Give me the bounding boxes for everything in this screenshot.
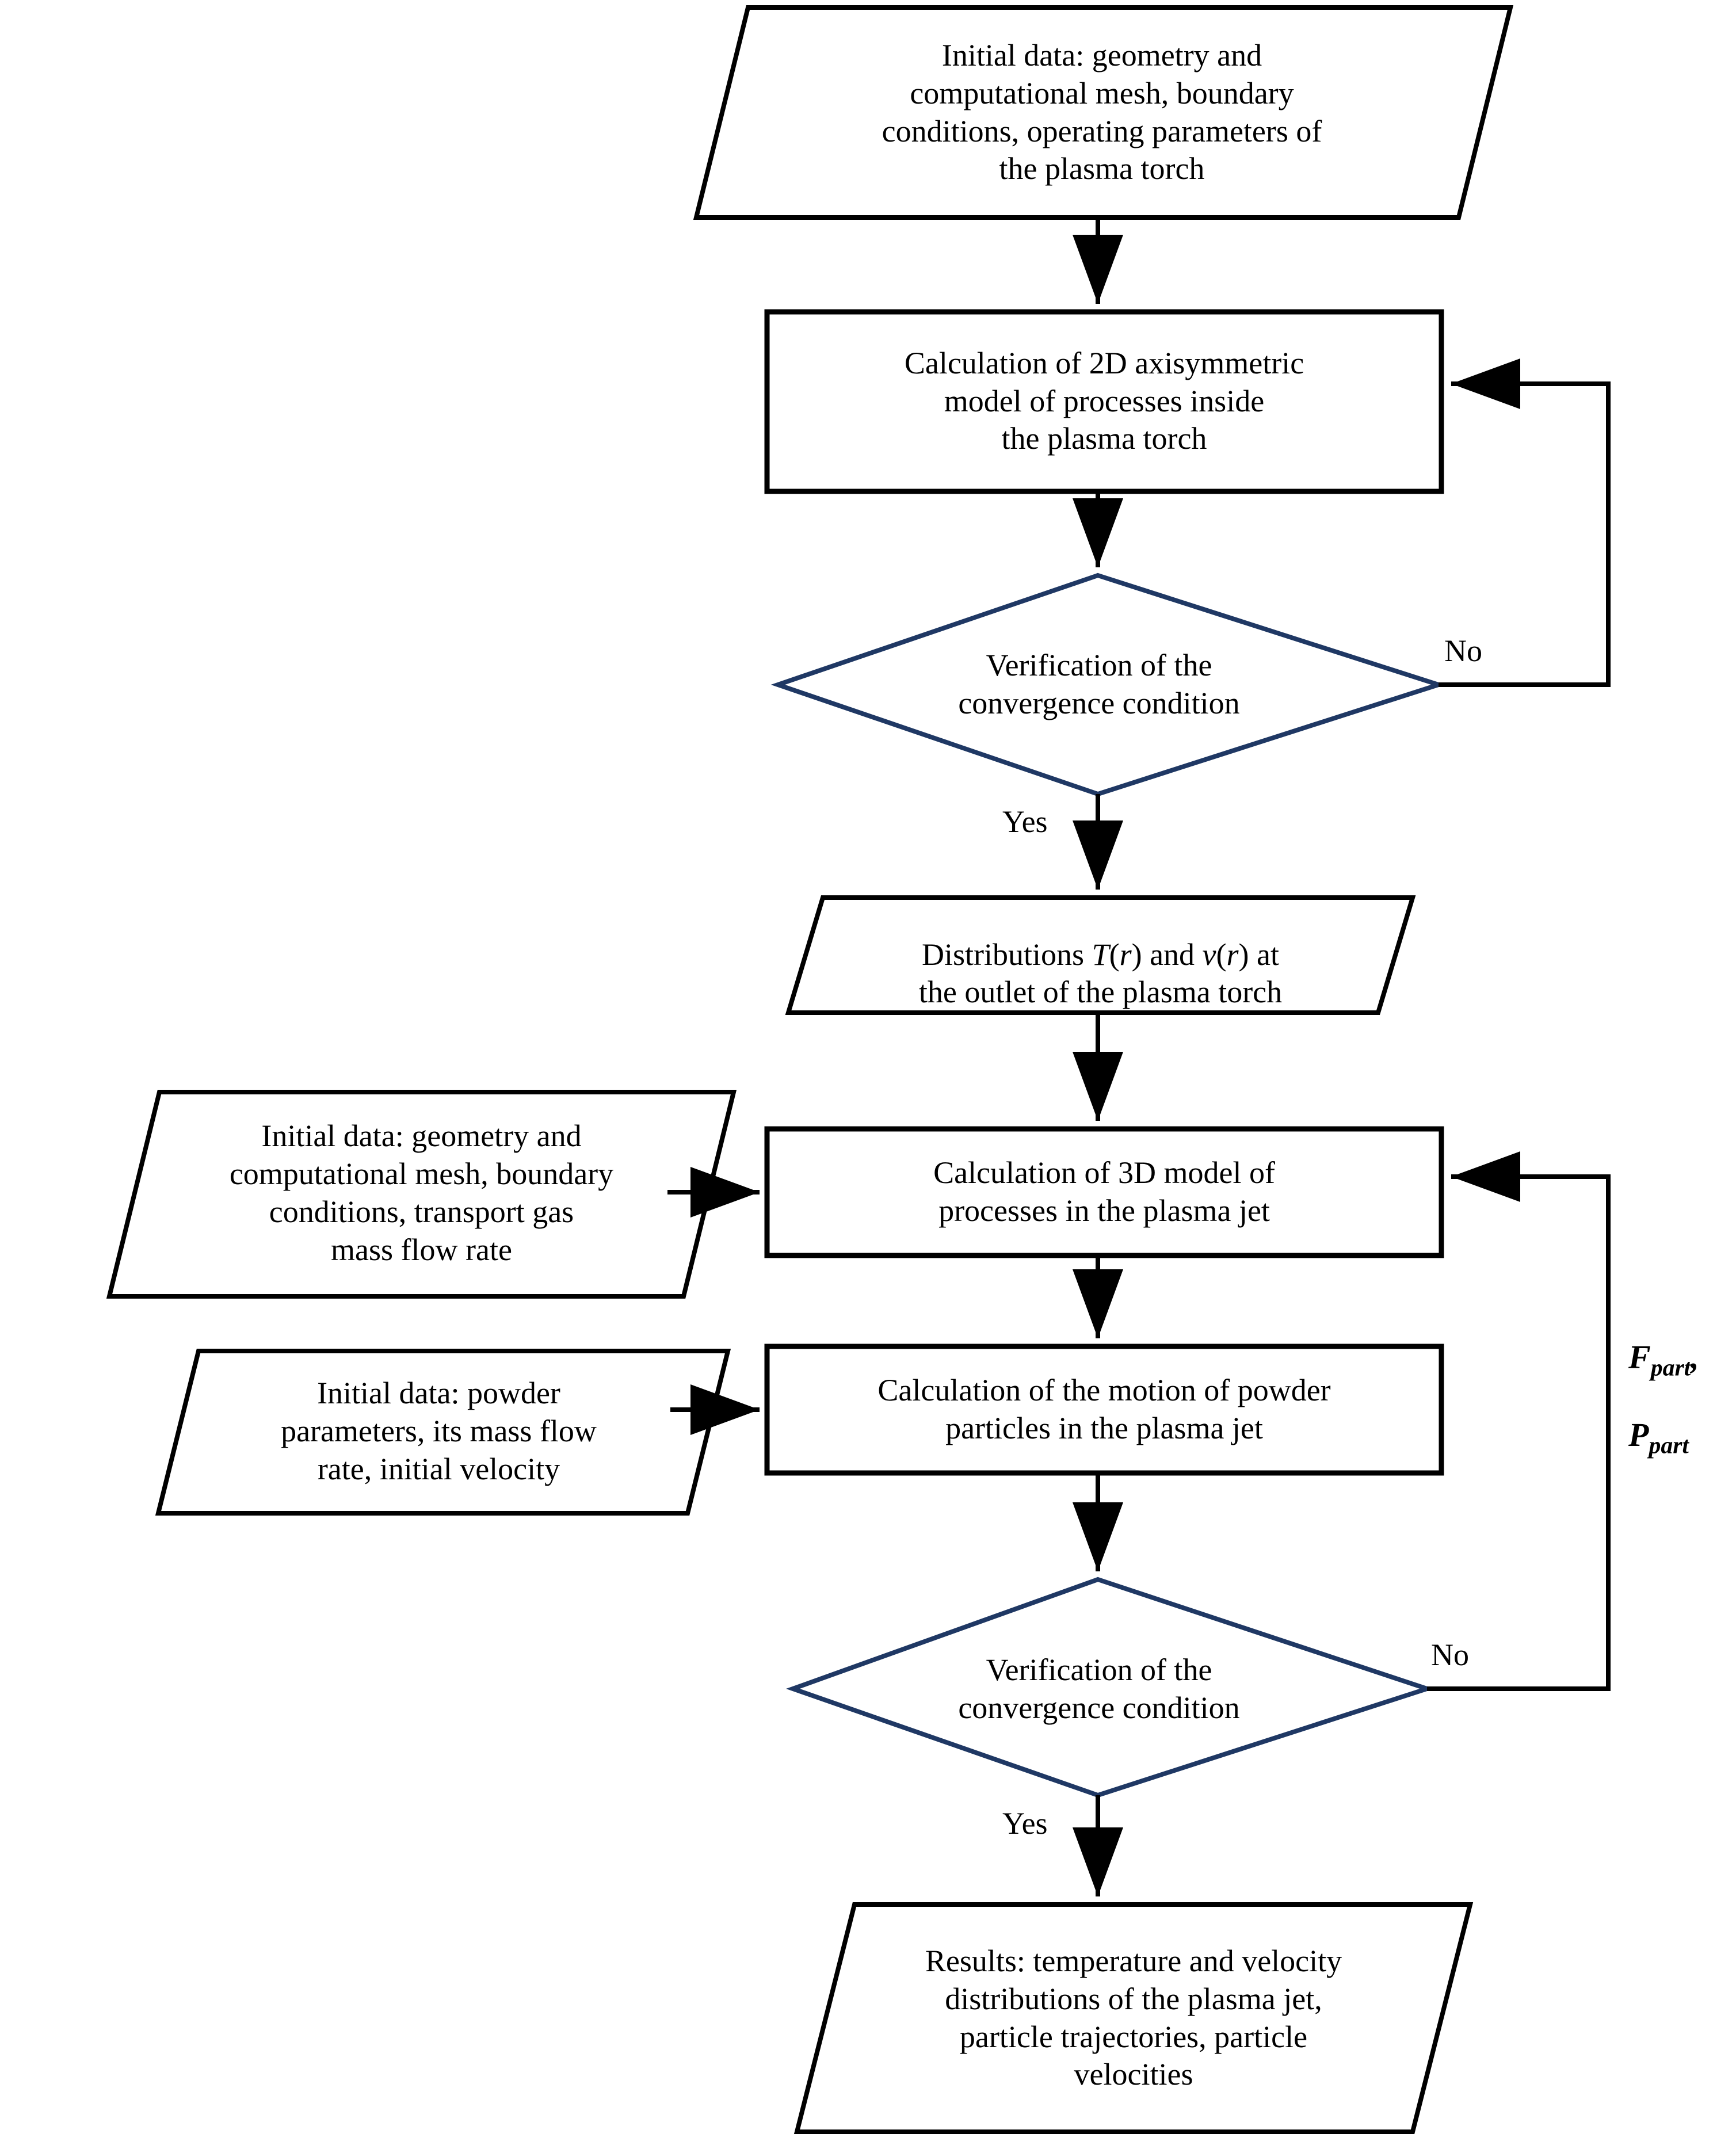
shape-distributions-outlet [785, 895, 1416, 1015]
power-symbol: P [1628, 1416, 1649, 1453]
force-comma: , [1691, 1338, 1699, 1376]
edge-label-yes-top: Yes [1002, 804, 1048, 839]
edge-label-yes-bottom: Yes [1002, 1806, 1048, 1841]
connector-decision1-no-feedback [1439, 358, 1611, 687]
edge-label-no-bottom: No [1431, 1638, 1469, 1672]
shape-calc-2d-model [764, 309, 1444, 494]
connector-decision2-no-feedback [1427, 1151, 1611, 1691]
edge-label-no-top: No [1444, 633, 1482, 668]
shape-initial-data-powder [155, 1349, 731, 1516]
force-symbol: F [1628, 1338, 1651, 1376]
edge-label-power-part: Ppart [1628, 1415, 1689, 1460]
power-subscript: part [1649, 1432, 1689, 1459]
shape-results [793, 1902, 1474, 2134]
shape-verify-convergence-2 [786, 1577, 1434, 1798]
force-subscript: part [1650, 1354, 1691, 1381]
edge-label-force-part: Fpart, [1628, 1338, 1699, 1382]
shape-initial-data-torch [693, 5, 1514, 220]
shape-verify-convergence-1 [770, 573, 1447, 797]
shape-initial-data-jet [106, 1090, 737, 1299]
shape-calc-particle-motion [764, 1344, 1444, 1476]
shape-calc-3d-model [764, 1126, 1444, 1258]
